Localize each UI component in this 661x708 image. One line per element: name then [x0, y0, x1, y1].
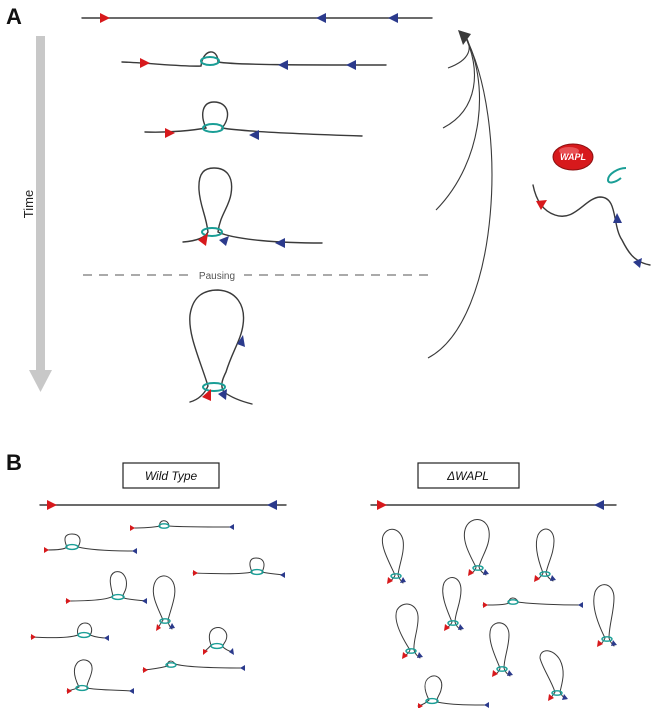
- panel-a-letter: A: [6, 4, 22, 29]
- wt-small-loop: [30, 622, 109, 641]
- dwapl-large-loop: [395, 603, 423, 659]
- cohesin-ring: [201, 227, 223, 237]
- time-arrow: [29, 36, 52, 392]
- wapl-deletion-label-box: [417, 462, 520, 489]
- dwapl-large-loop: [489, 622, 513, 677]
- dwapl-large-loop: [463, 519, 490, 576]
- wapl-deletion-loops: [381, 519, 617, 708]
- dwapl-large-loop: [534, 528, 556, 582]
- cohesin-release-arcs: [427, 30, 493, 359]
- stage-2-small-loop: [121, 51, 387, 70]
- ctcf-reverse-site: [388, 13, 398, 23]
- wapl-badge-label: WAPL: [560, 152, 586, 162]
- ctcf-reverse-site: [316, 13, 326, 23]
- cohesin-ring: [202, 382, 226, 392]
- wild-type-label-box: [122, 462, 220, 489]
- ctcf-forward-site: [100, 13, 110, 23]
- wt-small-loop: [44, 533, 137, 554]
- cohesin-ring: [200, 56, 220, 66]
- wt-small-loop: [142, 660, 245, 673]
- dwapl-large-loop: [381, 528, 406, 584]
- wapl-reference-chromatin: [370, 500, 617, 510]
- wapl-release: WAPL: [532, 143, 651, 268]
- wt-small-loop: [130, 520, 234, 531]
- stage-3-medium-loop: [144, 101, 363, 140]
- pausing-label: Pausing: [199, 271, 235, 282]
- time-label: Time: [21, 190, 36, 218]
- wt-medium-loop: [66, 659, 134, 694]
- wt-large-loop: [152, 575, 176, 631]
- wt-medium-loop: [65, 571, 147, 604]
- dwapl-medium-loop: [417, 675, 489, 708]
- wild-type-reference-chromatin: [39, 500, 287, 510]
- dwapl-large-loop: [442, 577, 464, 631]
- wt-small-loop: [192, 557, 285, 578]
- stage-4-large-loop: [182, 167, 323, 248]
- wild-type-label: Wild Type: [145, 469, 198, 483]
- dwapl-small-loop: [482, 597, 583, 608]
- panel-b-letter: B: [6, 450, 22, 475]
- cohesin-ring: [202, 123, 224, 133]
- wt-medium-loop: [203, 627, 234, 655]
- stage-5-paused-loop: [189, 289, 253, 405]
- wapl-deletion-label: ΔWAPL: [446, 469, 489, 483]
- dwapl-large-loop: [593, 584, 617, 647]
- dwapl-large-loop: [539, 650, 568, 701]
- wild-type-loops: [30, 520, 285, 694]
- stage-1-linear-chromatin: [81, 13, 433, 23]
- released-cohesin-ring: [606, 167, 627, 184]
